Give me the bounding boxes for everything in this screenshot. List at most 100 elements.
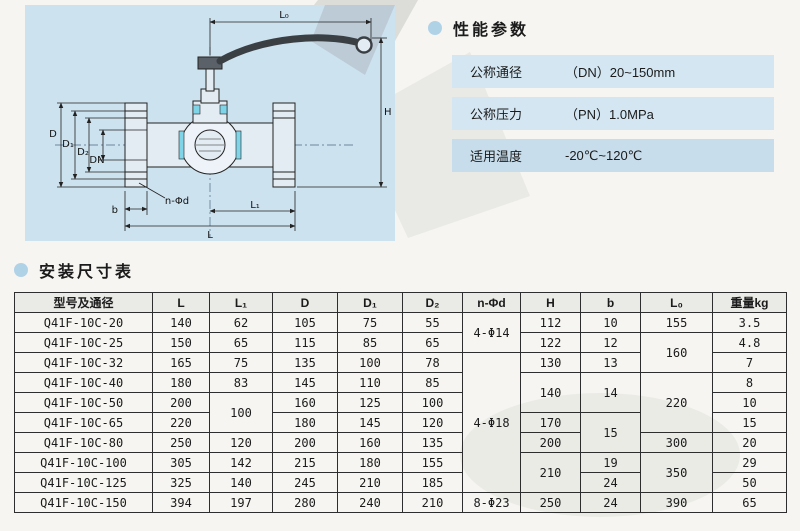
- dim-cell: 280: [272, 492, 338, 513]
- dim-col-header: b: [580, 292, 641, 313]
- dim-cell: 140: [152, 312, 210, 333]
- dim-col-header: D: [272, 292, 338, 313]
- dim-cell: 105: [272, 312, 338, 333]
- model-cell: Q41F-10C-20: [14, 312, 153, 333]
- dim-cell: 10: [712, 392, 787, 413]
- perf-param-label: 适用温度: [470, 149, 523, 164]
- dim-cell: 160: [272, 392, 338, 413]
- perf-row: 适用温度 -20℃~120℃: [452, 139, 774, 172]
- dim-cell: 390: [640, 492, 713, 513]
- dim-label-h: H: [384, 107, 392, 118]
- dim-cell: 150: [152, 332, 210, 353]
- model-cell: Q41F-10C-25: [14, 332, 153, 353]
- dim-cell: 15: [712, 412, 787, 433]
- perf-row: 公称压力（PN）1.0MPa: [452, 97, 774, 130]
- dim-cell: 7: [712, 352, 787, 373]
- dim-col-header: L: [152, 292, 210, 313]
- dim-cell: 8: [712, 372, 787, 393]
- dim-label-dn: DN: [89, 155, 104, 166]
- dim-cell: 215: [272, 452, 338, 473]
- perf-param-label: 公称通径: [470, 65, 523, 80]
- dim-label-d: D: [49, 129, 57, 140]
- dim-cell: 155: [640, 312, 713, 333]
- dim-label-n-phi-d: n-Φd: [165, 196, 189, 207]
- dim-cell: 120: [209, 432, 273, 453]
- dim-label-l1: L₁: [250, 200, 260, 211]
- perf-param-value: -20℃~120℃: [565, 147, 643, 163]
- dim-cell: 112: [520, 312, 581, 333]
- dim-cell: 160: [640, 332, 713, 373]
- dim-cell: 100: [402, 392, 463, 413]
- perf-param-label: 公称压力: [470, 107, 523, 122]
- dim-cell: 120: [402, 412, 463, 433]
- dim-cell: 200: [272, 432, 338, 453]
- performance-header: 性能参数: [428, 16, 774, 40]
- model-cell: Q41F-10C-32: [14, 352, 153, 373]
- dim-cell: 394: [152, 492, 210, 513]
- dim-cell: 85: [337, 332, 403, 353]
- dim-cell: 130: [520, 352, 581, 373]
- perf-row: 公称通径 （DN）20~150mm: [452, 55, 774, 88]
- dim-cell: 210: [337, 472, 403, 493]
- model-cell: Q41F-10C-150: [14, 492, 153, 513]
- perf-param-value: （DN）20~150mm: [565, 65, 676, 80]
- dim-col-header: L₁: [209, 292, 273, 313]
- valve-diagram-svg: L₀ H D D₁ D₂ DN n-Φd b L₁ L: [49, 5, 395, 241]
- dim-cell: 122: [520, 332, 581, 353]
- dim-cell: 14: [580, 372, 641, 413]
- dim-col-header: D₁: [337, 292, 403, 313]
- dim-cell: 62: [209, 312, 273, 333]
- dim-cell: 19: [580, 452, 641, 473]
- dim-col-header: H: [520, 292, 581, 313]
- dim-cell: 29: [712, 452, 787, 473]
- dim-cell: 8-Φ23: [462, 492, 521, 513]
- dim-cell: 78: [402, 352, 463, 373]
- dim-cell: 100: [209, 392, 273, 433]
- valve-drawing-panel: L₀ H D D₁ D₂ DN n-Φd b L₁ L: [25, 5, 395, 241]
- dim-cell: 200: [520, 432, 581, 453]
- dim-cell: 220: [640, 372, 713, 433]
- dim-label-b: b: [112, 205, 118, 216]
- model-cell: Q41F-10C-65: [14, 412, 153, 433]
- dim-cell: 240: [337, 492, 403, 513]
- model-cell: Q41F-10C-50: [14, 392, 153, 413]
- dim-cell: 142: [209, 452, 273, 473]
- dim-cell: 24: [580, 492, 641, 513]
- model-cell: Q41F-10C-125: [14, 472, 153, 493]
- dim-cell: 325: [152, 472, 210, 493]
- dim-cell: 165: [152, 352, 210, 373]
- dim-cell: 4-Φ18: [462, 352, 521, 493]
- dim-cell: 13: [580, 352, 641, 373]
- dim-cell: 210: [402, 492, 463, 513]
- dim-cell: 4.8: [712, 332, 787, 353]
- dim-cell: 65: [402, 332, 463, 353]
- dim-cell: 15: [580, 412, 641, 453]
- section-bullet-icon: [428, 21, 442, 35]
- dim-cell: 250: [152, 432, 210, 453]
- dim-cell: 75: [337, 312, 403, 333]
- dim-col-header: n-Φd: [462, 292, 521, 313]
- dim-cell: 250: [520, 492, 581, 513]
- dim-label-d1: D₁: [62, 139, 74, 150]
- model-cell: Q41F-10C-40: [14, 372, 153, 393]
- dim-col-header: D₂: [402, 292, 463, 313]
- dim-cell: 210: [520, 452, 581, 493]
- dim-cell: 170: [520, 412, 581, 433]
- dim-cell: 85: [402, 372, 463, 393]
- dim-cell: 305: [152, 452, 210, 473]
- performance-title: 性能参数: [453, 22, 530, 39]
- dim-cell: 12: [580, 332, 641, 353]
- dim-cell: 220: [152, 412, 210, 433]
- dim-cell: 180: [152, 372, 210, 393]
- dim-cell: 300: [640, 432, 713, 453]
- dim-cell: 145: [272, 372, 338, 393]
- dim-cell: 65: [712, 492, 787, 513]
- dim-cell: 65: [209, 332, 273, 353]
- dimension-table-title: 安装尺寸表: [39, 264, 135, 281]
- dim-col-header: 型号及通径: [14, 292, 153, 313]
- dim-cell: 197: [209, 492, 273, 513]
